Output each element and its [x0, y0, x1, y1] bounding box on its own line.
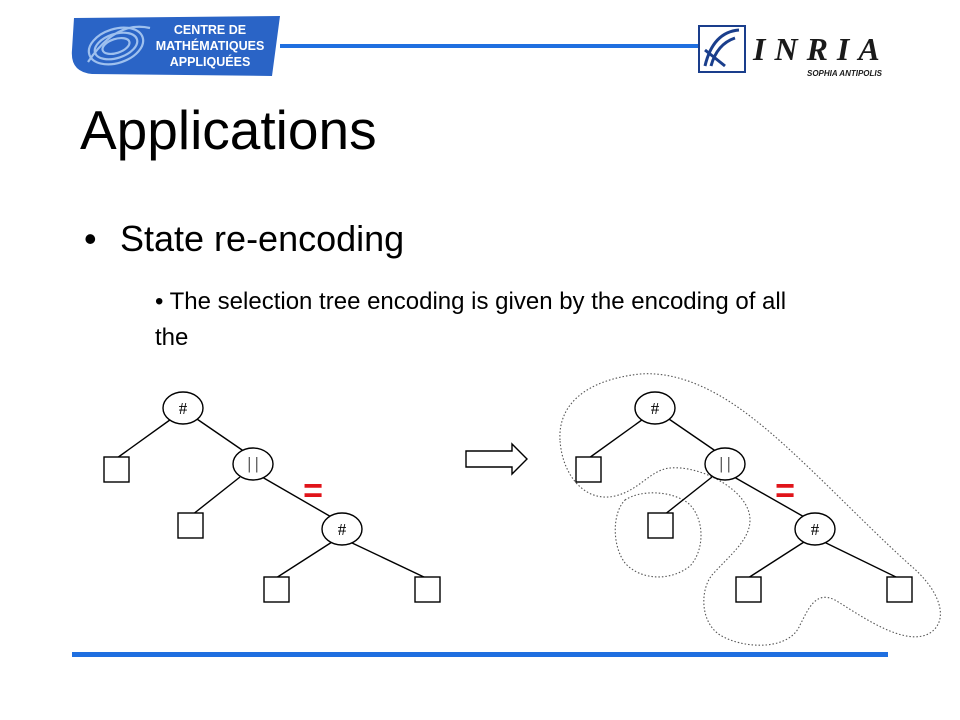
inria-logo-name: INRIA [752, 31, 889, 67]
bullet-level-2-text: The selection tree encoding is given by … [155, 288, 787, 351]
leaf-box [263, 576, 290, 603]
root-node [162, 391, 204, 425]
bullet-marker: • [155, 288, 164, 315]
cma-logo-line-2: MATHÉMATIQUES [156, 38, 265, 53]
equals-sign: = [303, 472, 323, 510]
edge [191, 476, 241, 516]
leaf-box [177, 512, 204, 539]
edge [275, 541, 333, 579]
lower-node-label: # [338, 520, 347, 539]
footer-rule [72, 652, 888, 657]
leaf-box [103, 456, 130, 483]
equals-sign: = [775, 472, 795, 510]
grouping-outline-small [614, 492, 702, 578]
edge [663, 476, 713, 516]
leaf-box [735, 576, 762, 603]
edge [261, 476, 334, 519]
cma-logo-line-3: APPLIQUÉES [170, 54, 251, 69]
root-node [634, 391, 676, 425]
header-rule [280, 44, 700, 48]
edge [193, 416, 246, 453]
lower-node [794, 512, 836, 546]
left-tree: # | | # = [103, 391, 441, 603]
lower-node-label: # [811, 520, 820, 539]
root-node-label: # [179, 399, 188, 418]
root-node-label: # [651, 399, 660, 418]
grouping-outline-large [559, 373, 941, 646]
right-arrow-icon [465, 442, 528, 476]
edge [665, 416, 718, 453]
right-tree: # | | # = [559, 373, 941, 646]
edge [116, 416, 175, 459]
leaf-box [886, 576, 913, 603]
middle-node-label: | | [719, 454, 730, 473]
lower-node [321, 512, 363, 546]
leaf-box [575, 456, 602, 483]
middle-node [704, 447, 746, 481]
bullet-marker: • [84, 218, 97, 259]
leaf-box [414, 576, 441, 603]
bullet-level-1-text: State re-encoding [120, 218, 405, 259]
middle-node [232, 447, 274, 481]
middle-node-label: | | [247, 454, 258, 473]
inria-logo-subtitle: SOPHIA ANTIPOLIS [807, 69, 883, 78]
edge [823, 541, 899, 579]
edge [747, 541, 805, 579]
edge [349, 541, 427, 579]
leaf-box [647, 512, 674, 539]
centre-mathematiques-appliquees-logo: CENTRE DE MATHÉMATIQUES APPLIQUÉES [71, 16, 280, 76]
bullet-level-1: • State re-encoding [84, 218, 404, 260]
slide-title: Applications [80, 99, 377, 161]
edge [733, 476, 807, 519]
edge [588, 416, 647, 459]
inria-logo: INRIA SOPHIA ANTIPOLIS [698, 25, 889, 78]
cma-logo-line-1: CENTRE DE [174, 23, 246, 37]
bullet-level-2: • The selection tree encoding is given b… [155, 284, 795, 356]
